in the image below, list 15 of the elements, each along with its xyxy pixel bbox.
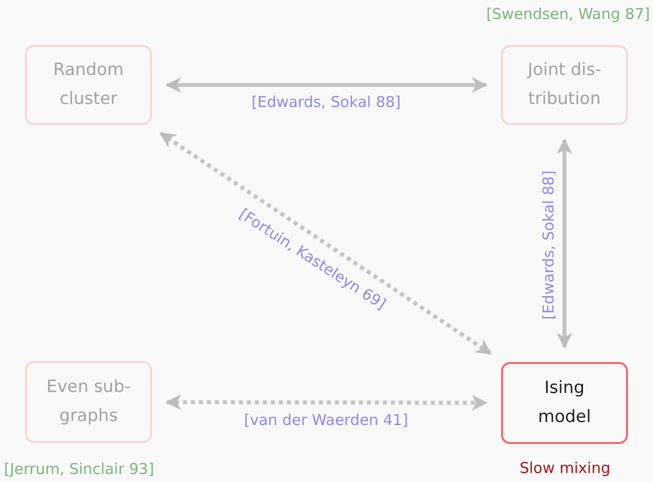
node-label: Random cluster bbox=[52, 59, 125, 111]
node-label: Ising model bbox=[537, 377, 592, 429]
citation-text: [Jerrum, Sinclair 93] bbox=[4, 460, 156, 478]
double-arrow bbox=[160, 132, 492, 356]
double-arrow bbox=[165, 394, 488, 411]
process-box bbox=[25, 45, 152, 125]
citation-text: [Swendsen, Wang 87] bbox=[485, 5, 650, 23]
double-arrow bbox=[165, 77, 488, 93]
process-box bbox=[501, 362, 628, 444]
node-label: Joint dis-tribution bbox=[526, 59, 602, 111]
node-label: Even sub-graphs bbox=[46, 376, 132, 428]
double-arrow bbox=[556, 138, 572, 349]
process-box bbox=[25, 361, 152, 443]
process-box bbox=[501, 45, 628, 125]
note-text: Slow mixing bbox=[518, 459, 612, 477]
